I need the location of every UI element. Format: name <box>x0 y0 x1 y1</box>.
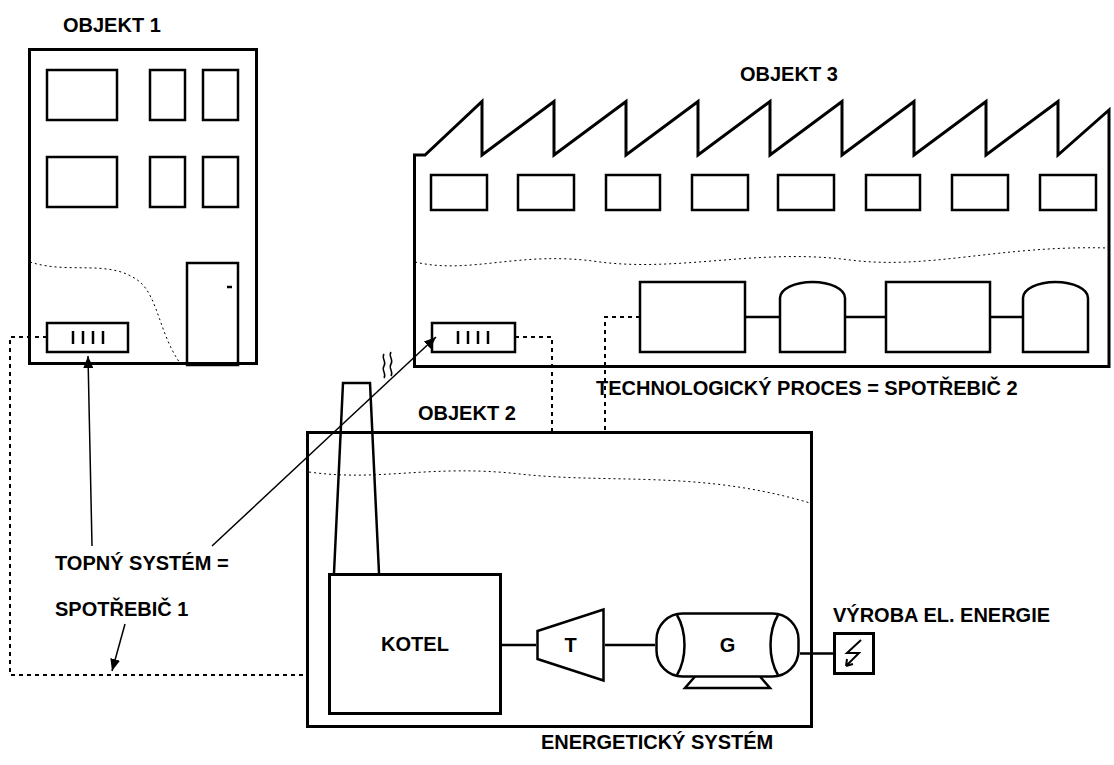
heater-symbol <box>72 331 75 344</box>
power-output-box: VÝROBA EL. ENERGIE <box>833 632 875 675</box>
heater-symbol <box>467 331 470 344</box>
heat-pipe <box>605 317 640 431</box>
object-title: OBJEKT 1 <box>63 13 161 37</box>
process-equipment <box>640 282 1088 352</box>
heater-symbol <box>82 331 85 344</box>
process-equipment <box>990 316 1023 319</box>
factory-outline <box>415 102 1110 367</box>
system-caption: ENERGETICKÝ SYSTÉM <box>541 730 773 754</box>
factory-windows <box>866 175 920 210</box>
cutaway-line <box>30 248 1108 503</box>
process-equipment <box>780 282 845 352</box>
cutaway-line <box>415 248 1108 266</box>
building-door <box>187 263 238 365</box>
electricity-symbol <box>846 640 861 666</box>
component-label: T <box>564 633 576 657</box>
object-title: OBJEKT 3 <box>740 62 838 86</box>
building-windows <box>203 70 238 120</box>
heater-symbol <box>477 331 480 344</box>
building-windows <box>150 70 185 120</box>
factory-hall: OBJEKT 3 <box>413 100 1111 368</box>
generator-body <box>657 614 799 677</box>
factory-windows <box>952 175 1008 210</box>
factory-windows <box>778 175 834 210</box>
building-outline: OBJEKT 1 <box>28 48 258 365</box>
process-equipment <box>640 282 745 352</box>
leader-arrow <box>212 337 436 546</box>
power-output-box-outline <box>836 635 872 672</box>
building-windows <box>150 157 185 207</box>
component-label: G <box>720 633 736 657</box>
building-windows <box>47 70 117 120</box>
generator-outline <box>657 614 799 689</box>
leader-arrow <box>88 356 92 546</box>
process-equipment <box>845 316 886 319</box>
factory-windows <box>692 175 748 210</box>
turbine-outline <box>538 610 604 681</box>
process-equipment <box>1023 282 1088 352</box>
generator-symbol: G <box>655 612 800 678</box>
factory-hall-outline <box>413 100 1111 368</box>
process-equipment <box>745 316 780 319</box>
cutaway-line <box>30 262 180 363</box>
factory-windows <box>606 175 660 210</box>
heater-symbol <box>487 331 490 344</box>
heater-symbol <box>457 331 460 344</box>
heat-pipe <box>10 317 640 675</box>
generator-end <box>771 615 779 675</box>
smoke <box>383 352 392 378</box>
power-plant-box: OBJEKT 2ENERGETICKÝ SYSTÉMKOTELTG <box>306 431 813 728</box>
factory-windows <box>518 175 574 210</box>
leader-arrow <box>112 624 125 671</box>
heat-pipe <box>10 337 306 675</box>
component-label: KOTEL <box>381 632 449 656</box>
building-door <box>187 263 238 365</box>
boiler-box: KOTEL <box>328 573 502 715</box>
generator-end <box>677 615 685 675</box>
shaft-line <box>605 644 655 647</box>
shaft-line <box>800 652 833 655</box>
shaft-line <box>502 644 536 647</box>
heater-symbol <box>47 323 515 352</box>
building-windows <box>203 157 238 207</box>
turbine-symbol: T <box>536 608 605 682</box>
heater-symbol <box>92 331 95 344</box>
generator-foot <box>685 677 770 689</box>
building-windows <box>47 70 238 207</box>
process-label: TECHNOLOGICKÝ PROCES = SPOTŘEBIČ 2 <box>596 376 1018 400</box>
heat-pipe <box>515 337 552 431</box>
heater-symbol <box>432 323 515 352</box>
heater-symbol <box>47 323 128 352</box>
object-title: OBJEKT 2 <box>418 401 516 425</box>
factory-windows <box>431 175 1096 210</box>
factory-windows <box>431 175 487 210</box>
building-windows <box>47 157 117 207</box>
factory-windows <box>1040 175 1096 210</box>
building-door <box>227 286 232 289</box>
object-title: VÝROBA EL. ENERGIE <box>833 603 1050 627</box>
heater-symbol <box>102 331 105 344</box>
process-equipment <box>886 282 990 352</box>
smoke <box>390 352 392 376</box>
smoke <box>383 354 385 378</box>
heating-system-label: TOPNÝ SYSTÉM = SPOTŘEBIČ 1 <box>55 540 235 632</box>
cutaway-line <box>309 471 810 503</box>
